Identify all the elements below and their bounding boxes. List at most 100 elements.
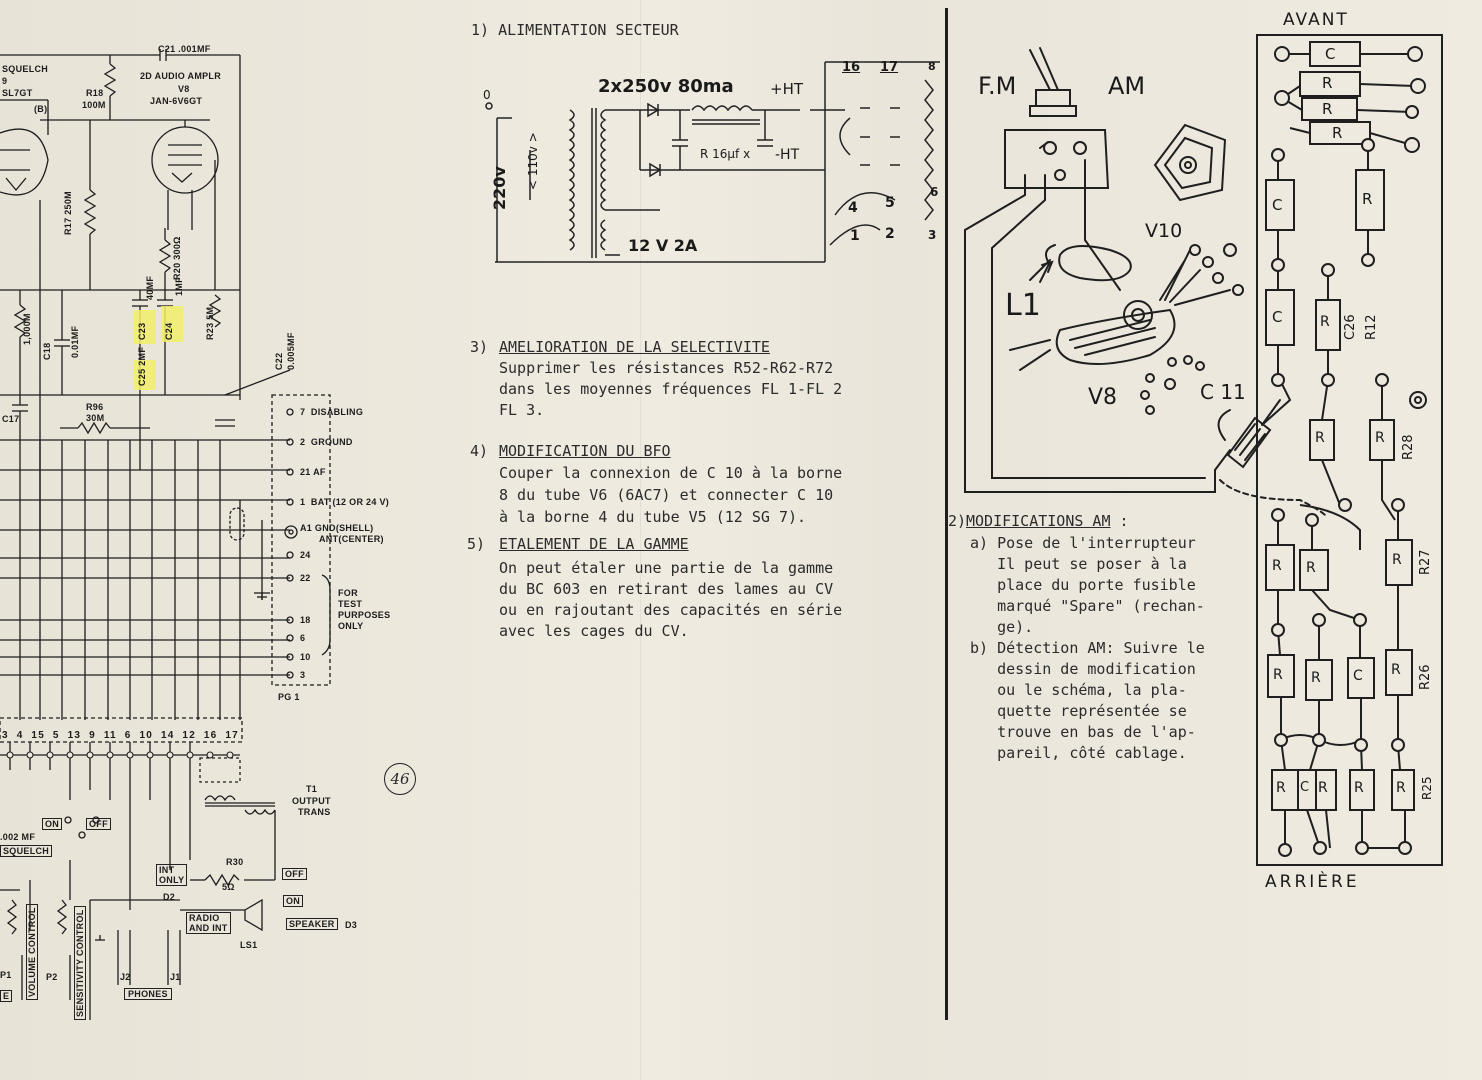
- board-arriere: ARRIÈRE: [1265, 872, 1360, 892]
- board-avant: AVANT: [1283, 10, 1349, 30]
- off2-box: OFF: [282, 868, 307, 880]
- p1-label: P1: [0, 970, 12, 980]
- section-5-line-3: ou en rajoutant des capacités en série: [499, 601, 843, 619]
- power-pin17: 17: [880, 60, 899, 75]
- power-pin2: 2: [885, 226, 895, 242]
- audio-ampl-label: 2D AUDIO AMPLR: [140, 71, 222, 81]
- v8-type: JAN-6V6GT: [150, 96, 203, 106]
- pin-24: 24: [300, 550, 311, 560]
- pin-disabling: 7 DISABLING: [300, 407, 364, 417]
- section-2b-line-2: dessin de modification: [970, 660, 1196, 678]
- section-2-number: 2): [948, 512, 967, 530]
- pin-af: 21 AF: [300, 467, 326, 477]
- page-number: 46: [384, 763, 416, 795]
- power-ht: +HT: [770, 80, 804, 98]
- section-5-line-1: On peut étaler une partie de la gamme: [499, 559, 834, 577]
- board-r17: R: [1354, 780, 1364, 796]
- v10-label: V10: [1145, 220, 1183, 242]
- page-fold: [640, 0, 641, 1080]
- section-2b-line-4: quette représentée se: [970, 702, 1187, 720]
- section-2a-line-5: ge).: [970, 618, 1034, 636]
- board-r28: R28: [1401, 434, 1416, 460]
- squelch-box: SQUELCH: [0, 845, 53, 857]
- squelch-label: SQUELCH: [2, 64, 49, 74]
- power-pin8: 8: [928, 60, 936, 73]
- output-label: OUTPUT: [292, 796, 331, 806]
- pin-6: 6: [300, 633, 306, 643]
- section-2b-line-6: pareil, côté cablage.: [970, 744, 1187, 762]
- board-r2: R: [1322, 100, 1333, 118]
- section-2a-line-1: a) Pose de l'interrupteur: [970, 534, 1196, 552]
- off-box: OFF: [86, 818, 111, 830]
- on2-box: ON: [283, 895, 304, 907]
- power-minus-ht: -HT: [775, 147, 800, 163]
- section-3-line-3: FL 3.: [499, 401, 545, 419]
- test-only: ONLY: [338, 621, 364, 631]
- section-3-title: AMELIORATION DE LA SELECTIVITE: [499, 338, 770, 356]
- tube-left-type: SL7GT: [2, 88, 33, 98]
- board-r5: R: [1320, 314, 1330, 330]
- power-spec: 2x250v 80ma: [598, 76, 734, 97]
- ls1-label: LS1: [240, 940, 258, 950]
- j2-label: J2: [120, 972, 131, 982]
- section-4-title: MODIFICATION DU BFO: [499, 442, 671, 460]
- section-3-number: 3): [470, 338, 489, 356]
- pin-10: 10: [300, 652, 311, 662]
- board-r9: R: [1306, 560, 1316, 576]
- r96-label: R96: [86, 402, 104, 412]
- e-box: E: [0, 990, 13, 1002]
- highlight-c23: [134, 310, 156, 344]
- section-2b-line-5: trouve en bas de l'ap-: [970, 723, 1196, 741]
- section-5-number: 5): [467, 535, 486, 553]
- power-pin1: 1: [850, 228, 860, 244]
- board-c1: C: [1325, 45, 1336, 63]
- board-r15: R: [1276, 780, 1286, 796]
- section-5-line-2: du BC 603 en retirant des lames au CV: [499, 580, 834, 598]
- section-2a-line-3: place du porte fusible: [970, 576, 1196, 594]
- c002-label: .002 MF: [0, 832, 36, 842]
- board-r16: R: [1318, 780, 1328, 796]
- r96-val: 30M: [86, 413, 105, 423]
- board-r14: R: [1391, 662, 1401, 678]
- pin-gnd-shell: A1 GND(SHELL): [300, 523, 374, 533]
- board-c4: C: [1353, 668, 1363, 684]
- section-2-title: MODIFICATIONS AM :: [966, 512, 1129, 530]
- l1-label: L1: [1005, 288, 1041, 323]
- section-2b-line-3: ou le schéma, la pla-: [970, 681, 1187, 699]
- pg1-label: PG 1: [278, 692, 300, 702]
- power-zero: 0: [483, 88, 491, 102]
- section-2a-line-2: Il peut se poser à la: [970, 555, 1187, 573]
- tube-left-b: (B): [34, 104, 48, 114]
- power-pin4: 4: [848, 200, 858, 216]
- board-r18: R: [1396, 780, 1406, 796]
- p2-label: P2: [46, 972, 58, 982]
- board-r3: R: [1332, 124, 1343, 142]
- section-4-line-2: 8 du tube V6 (6AC7) et connecter C 10: [499, 486, 834, 504]
- test-for: FOR: [338, 588, 358, 598]
- board-r11: R: [1273, 667, 1283, 683]
- section-2b-line-1: b) Détection AM: Suivre le: [970, 639, 1205, 657]
- section-3-line-2: dans les moyennes fréquences FL 1-FL 2: [499, 380, 843, 398]
- t1-label: T1: [306, 784, 318, 794]
- am-label: AM: [1108, 72, 1146, 100]
- tube-left-num: 9: [2, 76, 8, 86]
- d3-label: D3: [345, 920, 358, 930]
- trans-label: TRANS: [298, 807, 331, 817]
- board-r12: R12: [1364, 314, 1379, 340]
- r18-val: 100M: [82, 100, 106, 110]
- section-5-line-4: avec les cages du CV.: [499, 622, 689, 640]
- v8-drawing-label: V8: [1088, 385, 1118, 410]
- fm-label: F.M: [978, 72, 1017, 100]
- highlight-c25: [134, 360, 156, 390]
- section-3-line-1: Supprimer les résistances R52-R62-R72: [499, 359, 834, 377]
- board-r10: R: [1392, 552, 1402, 568]
- power-12v: 12 V 2A: [628, 236, 698, 255]
- board-r6: R: [1315, 430, 1325, 446]
- board-r1: R: [1322, 74, 1333, 92]
- section-5-title: ETALEMENT DE LA GAMME: [499, 535, 689, 553]
